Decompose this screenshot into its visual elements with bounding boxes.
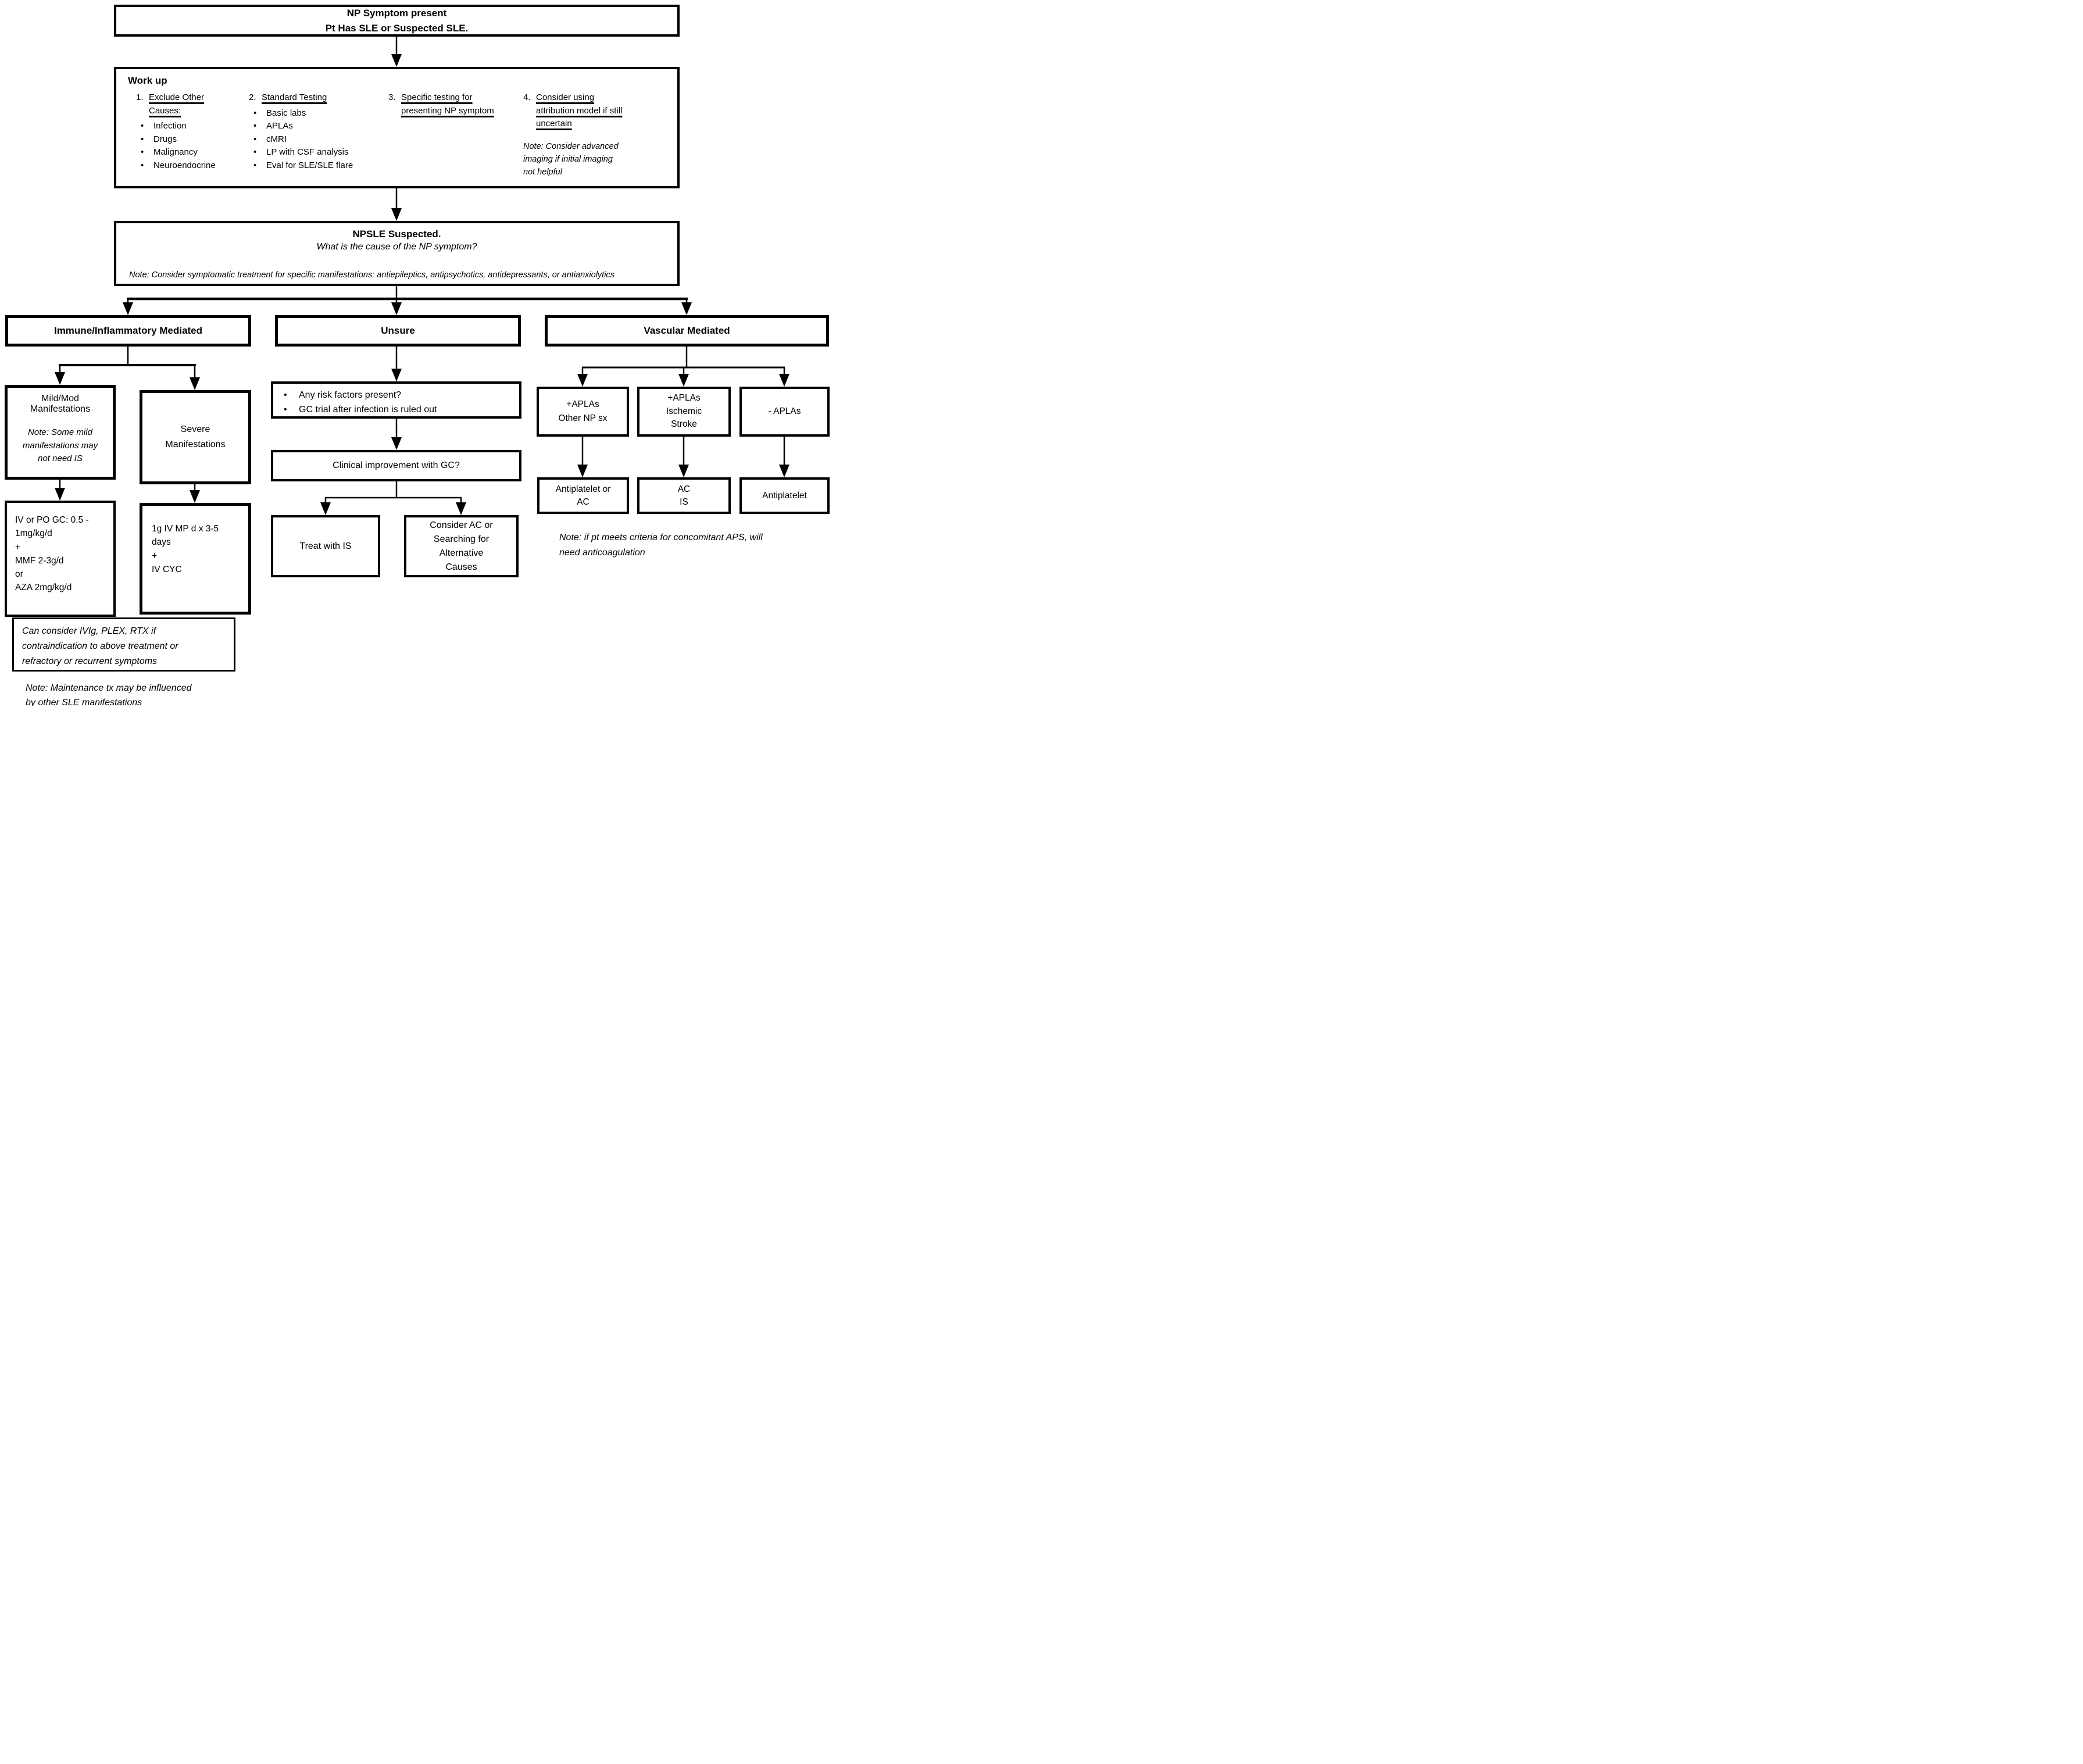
arrow-bullets-to-clinical (391, 419, 402, 450)
arrow-aplasother-to-antiplateletac (577, 437, 588, 477)
connector-vascular-split (577, 347, 789, 387)
workup-bullet: APLAs (253, 120, 376, 133)
unsure-header: Unsure (275, 315, 521, 347)
risk-factors-node: Any risk factors present? GC trial after… (271, 381, 521, 419)
antiplatelet-node: Antiplatelet (739, 477, 830, 514)
start-line2: Pt Has SLE or Suspected SLE. (325, 22, 469, 34)
ac-is-text: AC IS (677, 484, 691, 507)
mp-cyc-treatment-node: 1g IV MP d x 3-5 days + IV CYC (140, 503, 251, 615)
mild-mod-manifestations-node: Mild/Mod Manifestations Note: Some mild … (5, 385, 116, 480)
gc-treatment-node: IV or PO GC: 0.5 - 1mg/kg/d + MMF 2-3g/d… (5, 501, 116, 617)
aplas-other-np-text: +APLAs Other NP sx (558, 399, 608, 423)
workup-bullet: Infection (141, 120, 236, 133)
arrow-workup-to-npsle (391, 188, 402, 221)
workup-col3-number: 3. (388, 92, 396, 102)
workup-col2-bullets: Basic labs APLAs cMRI LP with CSF analys… (249, 107, 376, 173)
mild-mod-title: Mild/Mod Manifestations (30, 394, 91, 414)
negative-aplas-text: - APLAs (768, 406, 801, 416)
arrow-unsure-to-bullets (391, 347, 402, 381)
workup-col2-heading: Standard Testing (262, 92, 327, 102)
arrow-mild-to-gc (55, 480, 65, 501)
npsle-symptomatic-treatment-note: Note: Consider symptomatic treatment for… (129, 270, 614, 280)
antiplatelet-or-ac-node: Antiplatelet or AC (537, 477, 629, 514)
start-node: NP Symptom present Pt Has SLE or Suspect… (114, 5, 680, 37)
workup-col-specific-testing: 3. Specific testing for presenting NP sy… (388, 91, 509, 179)
maintenance-note: Note: Maintenance tx may be influenced b… (26, 683, 192, 706)
severe-title: Severe Manifestations (165, 424, 226, 449)
vascular-mediated-label: Vascular Mediated (644, 325, 730, 336)
ac-is-node: AC IS (637, 477, 731, 514)
npsle-suspected-node: NPSLE Suspected. What is the cause of th… (114, 221, 680, 286)
consider-ac-node: Consider AC or Searching for Alternative… (404, 515, 519, 577)
flowchart-canvas: NP Symptom present Pt Has SLE or Suspect… (0, 0, 833, 706)
workup-col-standard-testing: 2. Standard Testing Basic labs APLAs cMR… (249, 91, 376, 179)
aplas-ischemic-stroke-node: +APLAs Ischemic Stroke (637, 387, 731, 437)
workup-bullet: Neuroendocrine (141, 159, 236, 173)
mild-mod-note: Note: Some mild manifestations may not n… (22, 427, 98, 463)
ivig-plex-rtx-text: Can consider IVIg, PLEX, RTX if contrain… (22, 626, 178, 666)
npsle-question: What is the cause of the NP symptom? (316, 242, 477, 252)
consider-ac-text: Consider AC or Searching for Alternative… (430, 520, 493, 572)
mp-cyc-treatment-text: 1g IV MP d x 3-5 days + IV CYC (152, 524, 219, 574)
risk-factors-bullet: Any risk factors present? (284, 388, 513, 403)
workup-advanced-imaging-note: Note: Consider advanced imaging if initi… (523, 141, 619, 177)
ivig-plex-rtx-node: Can consider IVIg, PLEX, RTX if contrain… (12, 617, 235, 672)
workup-col2-number: 2. (249, 92, 256, 102)
workup-col4-heading: Consider using attribution model if stil… (536, 92, 623, 128)
connector-npsle-split (123, 285, 692, 315)
aplas-other-np-node: +APLAs Other NP sx (537, 387, 629, 437)
antiplatelet-or-ac-text: Antiplatelet or AC (555, 484, 611, 507)
connector-clinical-split (320, 481, 466, 515)
gc-treatment-text: IV or PO GC: 0.5 - 1mg/kg/d + MMF 2-3g/d… (15, 515, 89, 593)
workup-columns: 1. Exclude Other Causes: Infection Drugs… (128, 91, 667, 179)
workup-bullet: cMRI (253, 133, 376, 147)
connector-immune-split (55, 347, 200, 390)
workup-bullet: Drugs (141, 133, 236, 147)
arrow-start-to-workup (391, 37, 402, 67)
workup-title: Work up (128, 75, 167, 86)
workup-col1-heading: Exclude Other Causes: (149, 92, 205, 116)
arrow-negaplas-to-antiplatelet (779, 437, 789, 477)
workup-bullet: Malignancy (141, 146, 236, 159)
unsure-label: Unsure (381, 325, 415, 336)
start-line1: NP Symptom present (346, 8, 447, 19)
workup-col-exclude-other-causes: 1. Exclude Other Causes: Infection Drugs… (136, 91, 236, 179)
workup-col4-number: 4. (523, 92, 531, 102)
workup-bullet: LP with CSF analysis (253, 146, 376, 159)
npsle-title: NPSLE Suspected. (352, 228, 441, 240)
vascular-mediated-header: Vascular Mediated (545, 315, 829, 347)
severe-manifestations-node: Severe Manifestations (140, 390, 251, 484)
aplas-ischemic-stroke-text: +APLAs Ischemic Stroke (666, 393, 702, 430)
arrow-severe-to-mp (190, 484, 200, 503)
workup-col1-bullets: Infection Drugs Malignancy Neuroendocrin… (136, 120, 236, 172)
concomitant-aps-note: Note: if pt meets criteria for concomita… (559, 533, 763, 558)
clinical-improvement-text: Clinical improvement with GC? (333, 460, 460, 470)
arrow-aplasstroke-to-acis (678, 437, 689, 477)
immune-inflammatory-header: Immune/Inflammatory Mediated (5, 315, 251, 347)
risk-factors-bullets: Any risk factors present? GC trial after… (284, 388, 513, 417)
antiplatelet-text: Antiplatelet (762, 490, 807, 501)
workup-col-attribution-model: 4. Consider using attribution model if s… (523, 91, 650, 179)
treat-with-is-text: Treat with IS (299, 541, 352, 551)
workup-node: Work up 1. Exclude Other Causes: Infecti… (114, 67, 680, 188)
workup-col1-number: 1. (136, 92, 144, 102)
negative-aplas-node: - APLAs (739, 387, 830, 437)
treat-with-is-node: Treat with IS (271, 515, 380, 577)
workup-bullet: Basic labs (253, 107, 376, 120)
immune-inflammatory-label: Immune/Inflammatory Mediated (53, 325, 203, 336)
risk-factors-bullet: GC trial after infection is ruled out (284, 403, 513, 417)
workup-col3-heading: Specific testing for presenting NP sympt… (401, 92, 494, 116)
clinical-improvement-node: Clinical improvement with GC? (271, 450, 521, 481)
workup-bullet: Eval for SLE/SLE flare (253, 159, 376, 173)
